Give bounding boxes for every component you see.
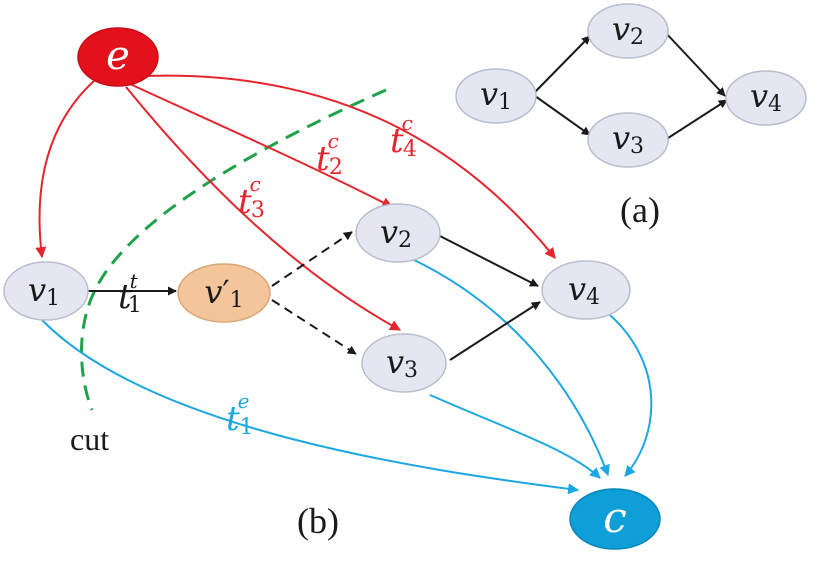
edge-e-v2 [129,83,393,208]
edge-a-v2-v4 [664,31,726,97]
node-a-v4 [725,70,807,126]
node-b-v2 [355,203,441,263]
edge-e-v4 [144,74,556,259]
node-e-label: e [106,33,130,79]
node-a-v2 [587,3,669,59]
node-a-v4-label: v4 [750,77,782,117]
node-b-v4 [541,260,631,320]
caption-a: (a) [620,190,660,230]
edge-v2-v4 [435,233,539,287]
edge-e-v3 [125,86,401,331]
edge-e-v1 [35,79,96,259]
edge-v1-c [41,319,580,495]
node-b-v3 [361,333,447,393]
edge-v4-c [609,314,653,477]
edge-a-v1-v3 [534,95,591,136]
edge-a-v3-v4 [664,99,728,141]
node-a-v1 [455,68,537,124]
node-a-v3-label: v3 [612,119,644,159]
edge-v1p-v3 [271,299,357,355]
edge-v3-v4 [449,301,541,361]
node-b-v1 [3,261,89,321]
node-e [77,27,159,87]
node-a-v1-label: v1 [480,75,512,115]
node-a-v3 [587,112,669,168]
node-b-v2-label: v2 [380,213,412,253]
node-b-v1-prime-label: v′1 [204,273,243,313]
cut-label: cut [70,421,109,457]
node-a-v2-label: v2 [612,10,644,50]
node-c [569,488,661,550]
node-b-v1-label: v1 [28,271,60,311]
node-b-v4-label: v4 [568,270,600,310]
node-b-v3-label: v3 [386,343,418,383]
caption-b: (b) [297,501,339,541]
cut-line [80,88,387,411]
edge-v3-c [429,394,601,479]
edge-v1p-v2 [271,231,353,287]
edge-a-v1-v2 [534,35,591,93]
node-b-v1-prime [177,263,271,323]
edge-v2-c [409,257,610,477]
node-c-label: c [603,493,627,542]
diagram-a: v1 v2 v3 v4 (a) [455,3,807,230]
